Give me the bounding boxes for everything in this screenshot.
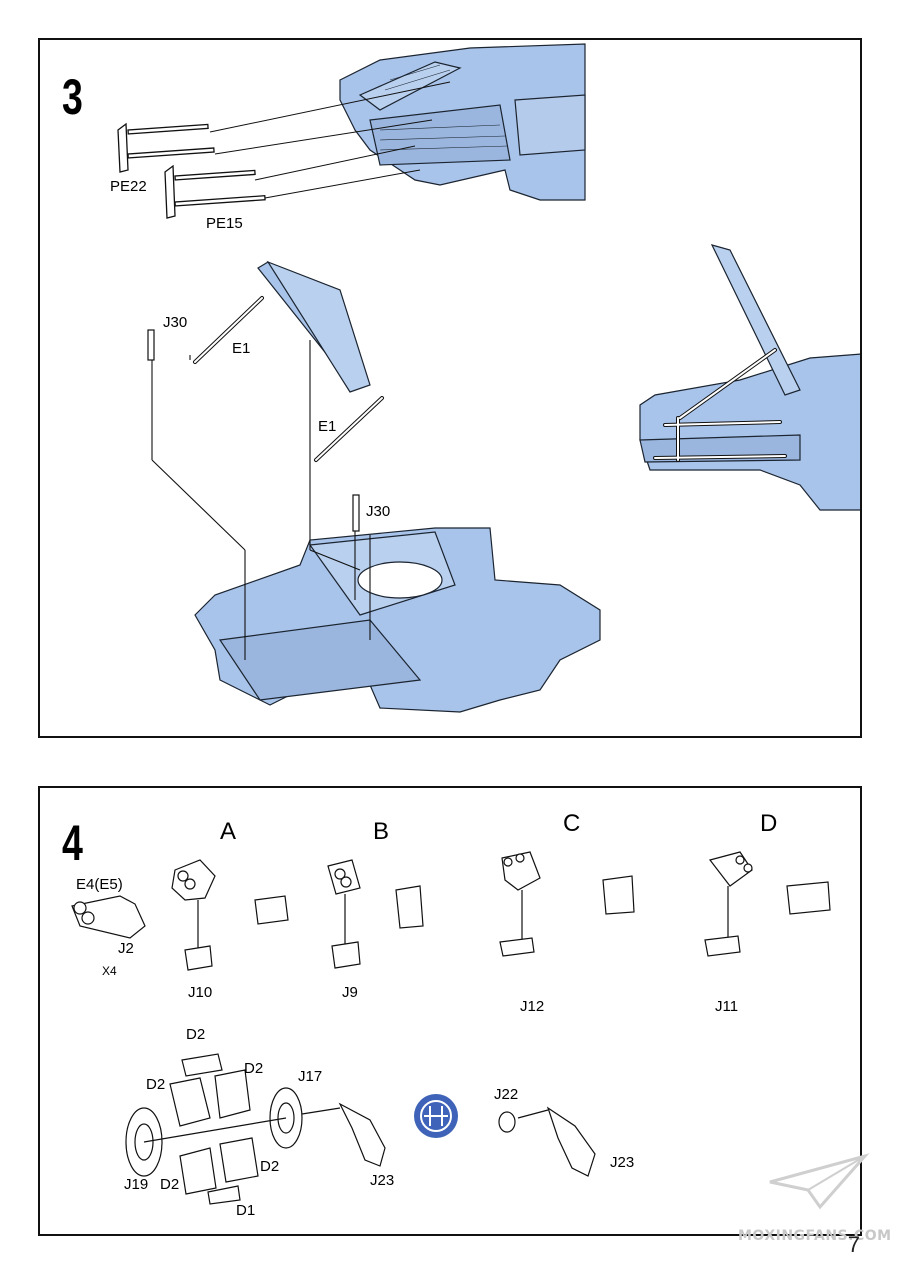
assembly-lines: [151, 340, 371, 660]
step-3-illustration: [117, 43, 860, 713]
part-label-e1-top: E1: [232, 340, 251, 357]
part-label-j23-right: J23: [610, 1154, 635, 1171]
watermark-text: MOXINGFANS.COM: [738, 1228, 892, 1244]
hull-main: [194, 527, 601, 713]
step-4-illustration: [71, 851, 831, 1205]
step-number: 4: [62, 815, 83, 871]
variant-c-parts: [499, 851, 635, 957]
watermark-logo-icon: [769, 1153, 870, 1210]
variant-label-b: B: [373, 818, 390, 845]
detail-inset: [639, 244, 860, 511]
step-4-panel: 4 A B C D: [38, 786, 862, 1236]
part-label-j30-left: J30: [163, 314, 188, 331]
step-number: 3: [62, 69, 83, 125]
part-label-j19: J19: [124, 1176, 149, 1193]
part-label-e1-mid: E1: [318, 418, 337, 435]
page-number: 7: [847, 1232, 860, 1257]
part-label-pe15: PE15: [206, 215, 243, 232]
part-label-d2-lower-right: D2: [260, 1158, 280, 1175]
part-j22-j23-right: [498, 1106, 596, 1177]
part-e4-j2: [71, 895, 146, 939]
hatch-door: [257, 260, 371, 393]
photo-etch-parts: [117, 122, 266, 219]
wheel-assembly: [125, 1053, 341, 1205]
part-label-d2-right: D2: [244, 1060, 264, 1077]
variant-label-d: D: [760, 810, 778, 837]
variant-label-c: C: [563, 810, 581, 837]
quantity-x4: X4: [102, 964, 117, 978]
part-label-e4e5: E4(E5): [76, 876, 123, 893]
variant-b-parts: [327, 859, 424, 969]
glue-symbol: [414, 1094, 458, 1138]
variant-d-parts: [704, 851, 831, 957]
part-label-j22: J22: [494, 1086, 519, 1103]
variant-label-a: A: [220, 818, 237, 845]
j30-struts: [147, 329, 360, 532]
part-label-j23-left: J23: [370, 1172, 395, 1189]
part-label-d2-left: D2: [146, 1076, 166, 1093]
part-label-j2: J2: [118, 940, 134, 957]
step-3-panel: 3: [38, 38, 862, 738]
variant-a-parts: [171, 859, 289, 971]
pe-leader-lines: [209, 81, 451, 199]
part-label-j17: J17: [298, 1068, 323, 1085]
part-j23-left: [338, 1102, 386, 1167]
part-label-j30-right: J30: [366, 503, 391, 520]
hull-rear-detail: [339, 43, 586, 201]
part-label-j10: J10: [188, 984, 213, 1001]
part-label-d2-lower-left: D2: [160, 1176, 180, 1193]
part-label-j11: J11: [715, 998, 739, 1015]
part-label-d2-top: D2: [186, 1026, 206, 1043]
part-label-j9: J9: [342, 984, 358, 1001]
part-label-j12: J12: [520, 998, 545, 1015]
part-label-d1: D1: [236, 1202, 256, 1219]
part-label-pe22: PE22: [110, 178, 147, 195]
